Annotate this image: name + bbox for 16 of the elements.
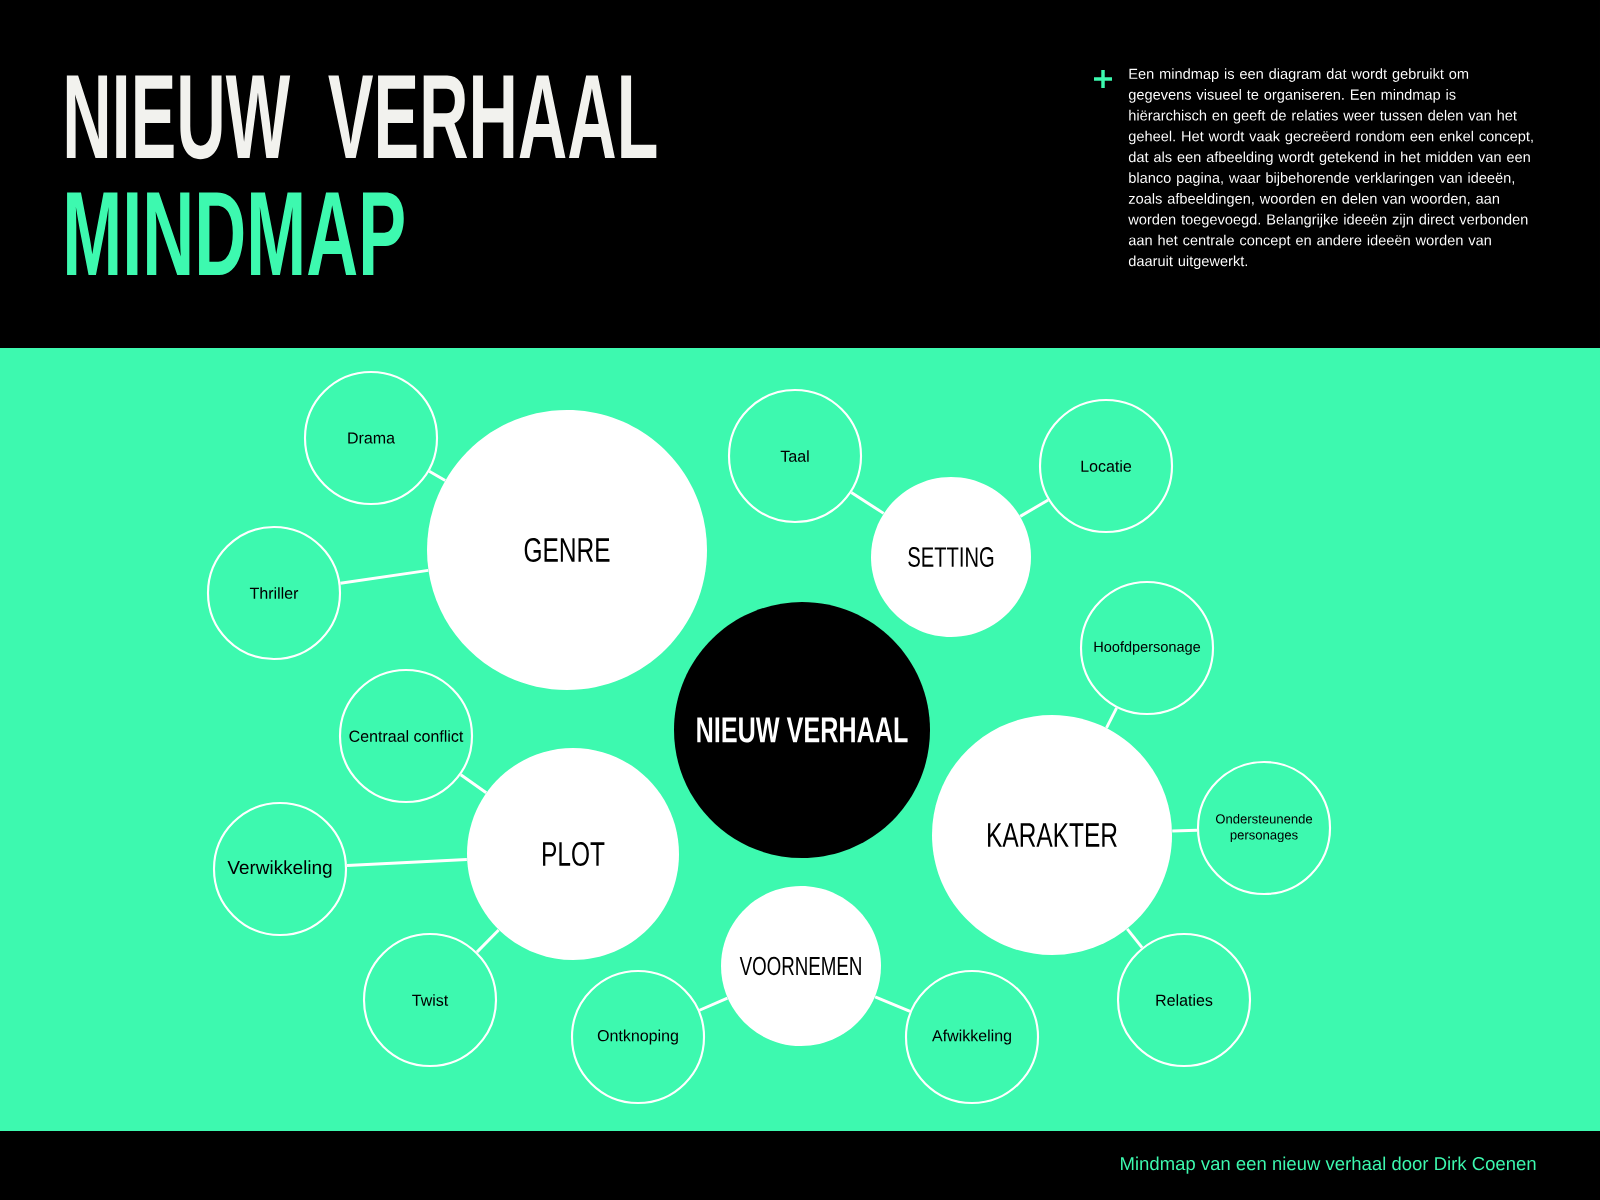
connector-line [850,491,885,515]
connector-line [1105,707,1118,729]
footer-text: Mindmap van een nieuw verhaal door Dirk Coenen [1121,1156,1536,1174]
connector-line [1126,928,1144,949]
connector-line [698,996,728,1012]
connector-line [1172,828,1198,833]
connector-line [428,470,446,482]
subtitle: MINDMAP [67,192,404,275]
title: NIEUW VERHAAL [66,75,657,160]
connector-line [1019,498,1049,518]
connector-line [459,773,488,794]
connector-line [340,568,429,585]
connector-line [346,857,467,868]
connector-line [475,928,500,954]
description-text: Een mindmap is een diagram dat wordt gebruikt om gegevens visueel te organiseren. Een mindmap is hiërarchisch en geeft de relaties weer tussen delen van het geheel. Het wordt vaak gecreëerd rondom een enkel concept, dat als een afbeelding wordt getekend in het midden van een blanco pagina, waar bijbehorende verklaringen van ideeën, zoals afbeeldingen, woorden en delen van woorden, aan worden toegevoegd. Belangrijke ideeën zijn direct verbonden aan het centrale concept en andere ideeën worden van daaruit uitgewerkt. [1128,68,1533,270]
connector-line [874,995,911,1013]
